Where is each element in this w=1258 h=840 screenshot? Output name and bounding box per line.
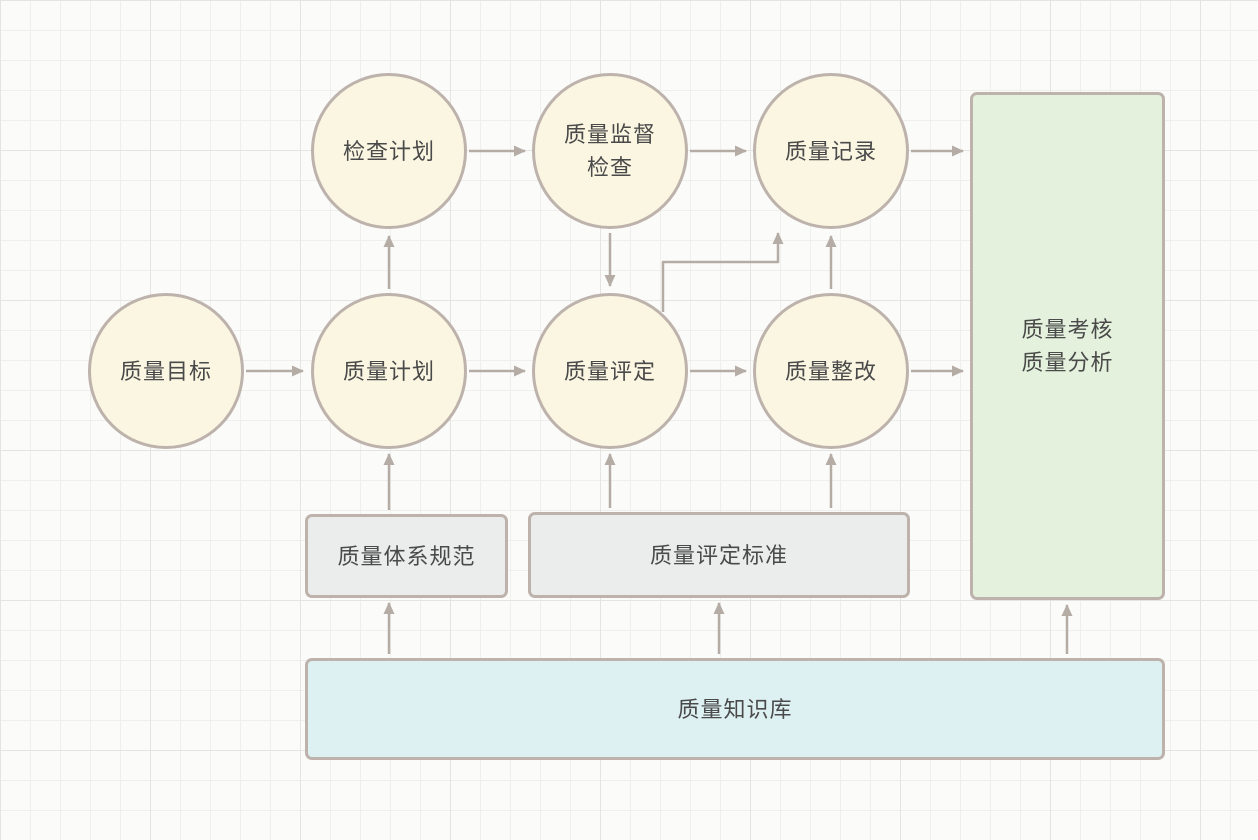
node-quality-record[interactable]: 质量记录 xyxy=(753,73,909,229)
node-inspection-plan[interactable]: 检查计划 xyxy=(311,73,467,229)
node-quality-eval-standard-label: 质量评定标准 xyxy=(649,542,788,568)
node-quality-assessment[interactable]: 质量评定 xyxy=(532,293,688,449)
node-inspection-plan-label: 检查计划 xyxy=(342,138,435,164)
node-quality-eval-standard[interactable]: 质量评定标准 xyxy=(528,512,910,598)
node-quality-supervision-label: 质量监督 检查 xyxy=(563,122,656,180)
node-quality-system-norms[interactable]: 质量体系规范 xyxy=(305,514,508,598)
node-quality-plan-label: 质量计划 xyxy=(342,358,435,384)
node-quality-review-analysis[interactable]: 质量考核 质量分析 xyxy=(970,92,1165,600)
node-quality-review-analysis-label: 质量考核 质量分析 xyxy=(1021,317,1114,375)
arrow-assessment-to-record xyxy=(661,232,784,312)
node-quality-supervision[interactable]: 质量监督 检查 xyxy=(532,73,688,229)
node-quality-record-label: 质量记录 xyxy=(784,138,877,164)
node-quality-knowledge-base-label: 质量知识库 xyxy=(677,696,793,722)
node-quality-rectification[interactable]: 质量整改 xyxy=(753,293,909,449)
node-quality-plan[interactable]: 质量计划 xyxy=(311,293,467,449)
node-quality-system-norms-label: 质量体系规范 xyxy=(337,543,476,569)
node-quality-goal[interactable]: 质量目标 xyxy=(88,293,244,449)
node-quality-assessment-label: 质量评定 xyxy=(563,358,656,384)
node-quality-rectification-label: 质量整改 xyxy=(784,358,877,384)
node-quality-knowledge-base[interactable]: 质量知识库 xyxy=(305,658,1165,760)
node-quality-goal-label: 质量目标 xyxy=(119,358,212,384)
